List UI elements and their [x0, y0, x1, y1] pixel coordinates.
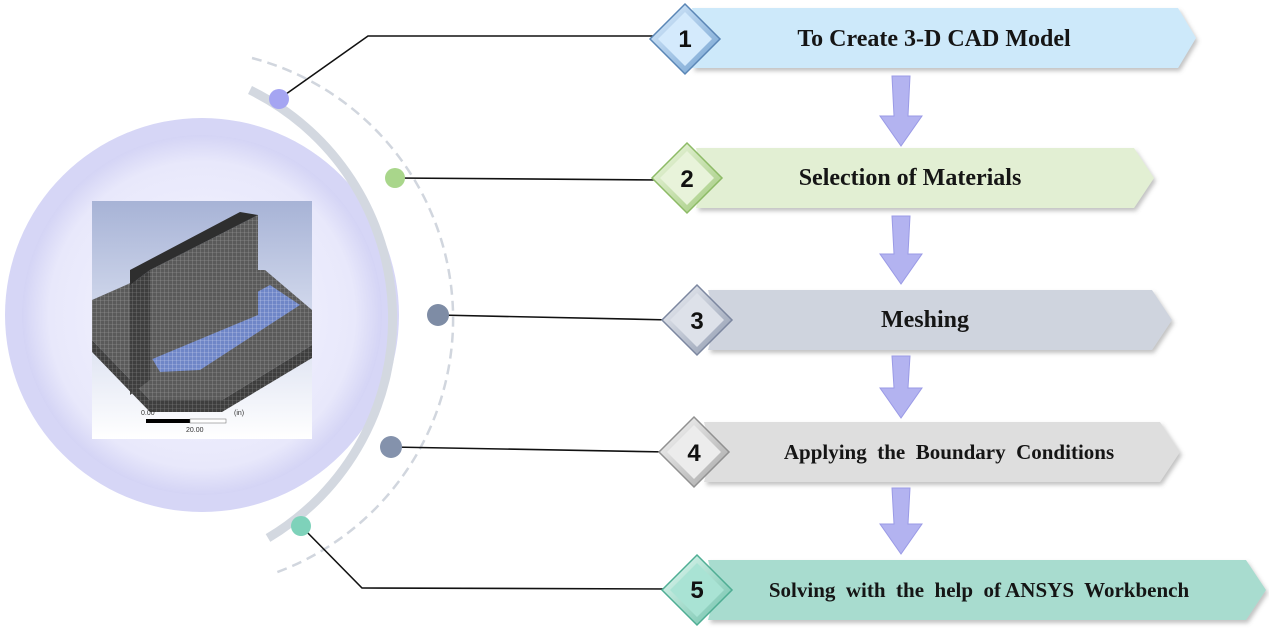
down-arrow-icon — [879, 75, 923, 147]
step-banner-3 — [708, 290, 1172, 350]
number-diamond-2 — [650, 141, 724, 215]
banner-shape — [708, 560, 1266, 620]
connector-lines — [278, 35, 673, 590]
scale-end-label: 20.00 — [186, 427, 204, 434]
dot-3 — [427, 304, 449, 326]
dot-5 — [291, 516, 311, 536]
number-diamond-4 — [657, 415, 731, 489]
step-label-4: Applying the Boundary Conditions — [783, 440, 1115, 464]
step-number-3: 3 — [690, 308, 704, 335]
step-label-1: To Create 3-D CAD Model — [797, 26, 1071, 52]
flow-arrows — [879, 75, 923, 555]
dot-2 — [385, 168, 405, 188]
connector-dots — [269, 89, 449, 536]
step-banner-4 — [704, 422, 1180, 482]
step-number-5: 5 — [690, 577, 704, 604]
scale-start-label: 0.00 — [141, 410, 155, 417]
scale-bar — [146, 419, 190, 423]
banner-shape — [696, 148, 1154, 208]
step-number-1: 1 — [678, 26, 692, 53]
down-arrow-icon — [879, 215, 923, 285]
step-number-2: 2 — [680, 166, 694, 193]
down-arrow-icon — [879, 355, 923, 419]
step-banner-2 — [696, 148, 1154, 208]
banner-shape — [704, 422, 1180, 482]
number-diamond-5 — [660, 553, 734, 627]
step-banner-5 — [708, 560, 1266, 620]
dot-1 — [269, 89, 289, 109]
down-arrow-icon — [879, 487, 923, 555]
step-label-3: Meshing — [880, 307, 970, 333]
step-label-2: Selection of Materials — [798, 165, 1022, 191]
scale-unit-label: (in) — [234, 410, 245, 417]
step-number-4: 4 — [687, 440, 701, 467]
dot-4 — [380, 436, 402, 458]
decorative-arcs — [248, 56, 455, 576]
step-label-5: Solving with the help of ANSYS Workbench — [768, 578, 1190, 602]
number-diamond-3 — [660, 283, 734, 357]
banner-shape — [692, 8, 1196, 68]
step-banner-1 — [692, 8, 1196, 68]
cad-model-image — [92, 201, 312, 439]
banner-shape — [708, 290, 1172, 350]
number-diamond-1 — [648, 2, 722, 76]
